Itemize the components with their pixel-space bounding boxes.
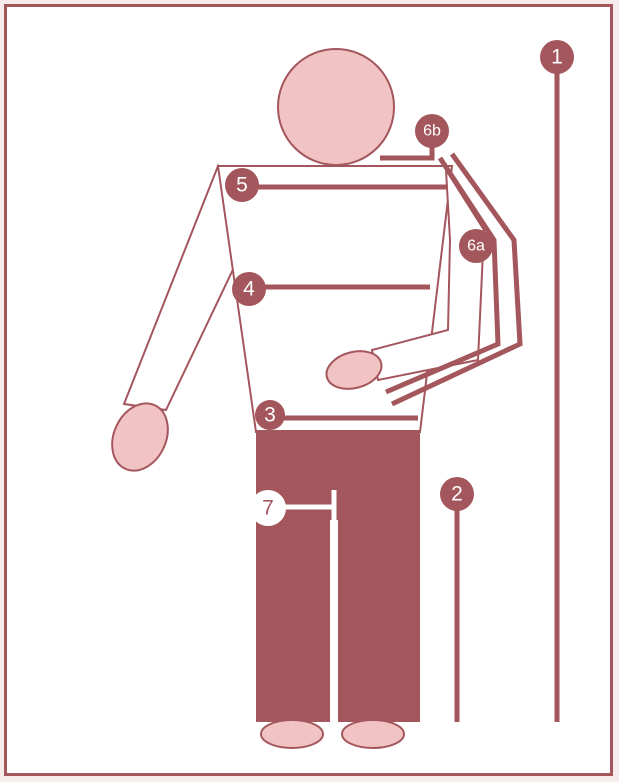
marker-4: 4 (232, 272, 266, 306)
trousers (256, 430, 420, 722)
marker-4-label: 4 (243, 278, 255, 301)
marker-6a-label: 6a (467, 238, 485, 255)
measure-line-6b (380, 144, 435, 161)
right-shoe (341, 719, 405, 749)
marker-7: 7 (250, 490, 286, 526)
marker-5-label: 5 (236, 174, 248, 197)
marker-3: 3 (255, 400, 285, 430)
marker-3-label: 3 (264, 404, 276, 427)
marker-1-label: 1 (551, 46, 563, 69)
left-hand (111, 402, 169, 472)
marker-6b: 6b (415, 114, 449, 148)
marker-2: 2 (440, 477, 474, 511)
marker-1: 1 (540, 40, 574, 74)
marker-6a: 6a (459, 229, 493, 263)
measure-line-6a-outer (390, 152, 523, 407)
left-shoe (260, 719, 324, 749)
marker-2-label: 2 (451, 483, 463, 506)
marker-5: 5 (225, 168, 259, 202)
marker-6b-label: 6b (423, 123, 441, 140)
head (277, 48, 395, 166)
measure-line-6a-inner (385, 156, 501, 395)
right-hand (325, 350, 383, 390)
marker-7-label: 7 (262, 497, 274, 520)
